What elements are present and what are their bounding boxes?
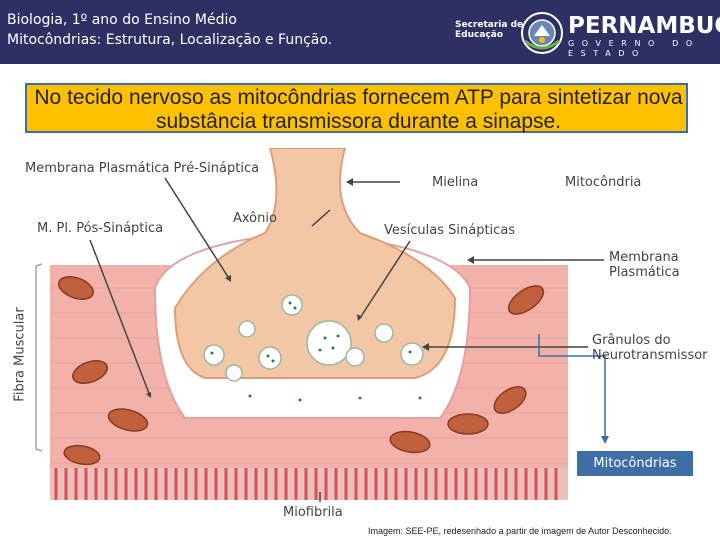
label-pos-sinaptica: M. Pl. Pós-Sináptica — [37, 221, 164, 236]
callout-arrowhead — [601, 436, 609, 444]
image-credit: Imagem: SEE-PE, redesenhado a partir de … — [368, 526, 672, 536]
label-mielina: Mielina — [432, 175, 479, 190]
mitochondria — [57, 276, 545, 466]
label-membrana-line-1: Membrana — [609, 250, 679, 265]
label-membrana-line-2: Plasmática — [609, 265, 680, 280]
label-arrows — [89, 177, 604, 502]
highlight-banner: No tecido nervoso as mitocôndrias fornec… — [25, 83, 688, 133]
fibra-bracket — [35, 263, 43, 452]
label-membrana-pre: Membrana Plasmática Pré-Sináptica — [25, 161, 260, 176]
label-granulos-line-2: Neurotransmissor — [592, 348, 708, 363]
mitocondrias-callout: Mitocôndrias — [577, 451, 693, 476]
label-mitocondria: Mitocôndria — [565, 175, 642, 190]
brand-name: PERNAMBUCO — [568, 13, 720, 39]
banner-text: No tecido nervoso as mitocôndrias fornec… — [34, 86, 683, 133]
header-bar: Biologia, 1º ano do Ensino Médio Mitocôn… — [0, 0, 720, 64]
brand-logo: PERNAMBUCO GOVERNO DO ESTADO — [568, 13, 720, 59]
label-fibra-muscular: Fibra Muscular — [12, 307, 28, 402]
slide-title: Biologia, 1º ano do Ensino Médio Mitocôn… — [7, 10, 332, 50]
arrow-heads — [146, 178, 474, 398]
callout-connector — [538, 334, 606, 438]
secretaria-line-1: Secretaria de — [455, 20, 524, 30]
synapse-illustration — [35, 148, 609, 502]
label-axonio: Axônio — [233, 211, 277, 226]
secretaria-label: Secretaria de Educação — [455, 20, 523, 40]
synaptic-vesicles — [203, 294, 424, 382]
neurotransmitter-granules — [210, 301, 422, 402]
label-membrana: Membrana Plasmática — [609, 250, 680, 280]
label-vesiculas: Vesículas Sinápticas — [384, 223, 516, 238]
brand-subtitle: GOVERNO DO ESTADO — [568, 39, 700, 58]
title-line-2: Mitocôndrias: Estrutura, Localização e F… — [7, 32, 333, 48]
label-granulos: Grânulos do Neurotransmissor — [592, 333, 708, 363]
state-seal-icon — [521, 12, 563, 54]
label-granulos-line-1: Grânulos do — [592, 333, 671, 348]
secretaria-line-2: Educação — [455, 30, 503, 40]
label-miofibrila: Miofibrila — [283, 505, 343, 520]
title-line-1: Biologia, 1º ano do Ensino Médio — [7, 12, 237, 28]
myofibril-band — [50, 468, 568, 500]
myofibril-stripes — [54, 468, 558, 500]
